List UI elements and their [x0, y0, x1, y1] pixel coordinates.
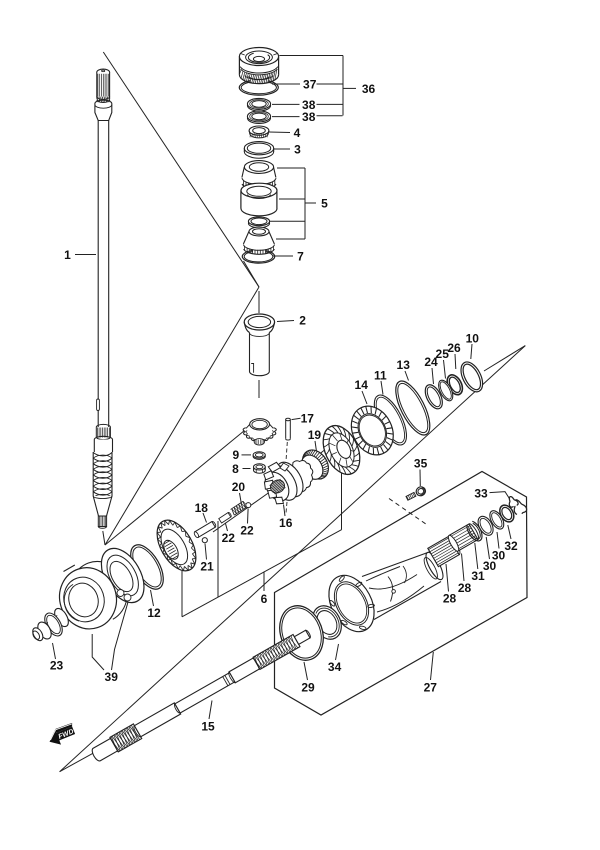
svg-text:24: 24: [424, 355, 438, 369]
svg-text:17: 17: [301, 412, 315, 426]
svg-text:28: 28: [458, 581, 472, 595]
svg-text:10: 10: [466, 331, 480, 345]
svg-text:23: 23: [50, 659, 64, 673]
svg-text:9: 9: [233, 448, 240, 462]
svg-text:15: 15: [201, 719, 215, 733]
svg-text:14: 14: [355, 378, 369, 392]
svg-text:31: 31: [471, 569, 485, 583]
svg-text:25: 25: [436, 347, 450, 361]
svg-text:30: 30: [483, 559, 497, 573]
svg-text:37: 37: [303, 77, 317, 91]
svg-text:1: 1: [64, 248, 71, 262]
svg-text:26: 26: [447, 341, 461, 355]
svg-text:33: 33: [474, 486, 488, 500]
svg-text:3: 3: [294, 142, 301, 156]
svg-text:36: 36: [362, 82, 376, 96]
svg-text:35: 35: [414, 457, 428, 471]
svg-text:7: 7: [297, 249, 304, 263]
svg-text:19: 19: [308, 428, 322, 442]
svg-text:6: 6: [261, 592, 268, 606]
svg-text:11: 11: [374, 368, 387, 382]
svg-text:5: 5: [321, 196, 328, 210]
svg-text:27: 27: [424, 681, 438, 695]
svg-text:32: 32: [504, 539, 518, 553]
svg-text:8: 8: [232, 462, 239, 476]
svg-text:28: 28: [443, 591, 457, 605]
svg-text:39: 39: [105, 670, 119, 684]
svg-text:20: 20: [232, 480, 246, 494]
svg-text:13: 13: [397, 358, 411, 372]
svg-text:21: 21: [200, 560, 214, 574]
svg-text:12: 12: [147, 606, 161, 620]
svg-text:16: 16: [279, 516, 293, 530]
svg-text:4: 4: [294, 126, 301, 140]
svg-text:29: 29: [301, 680, 315, 694]
svg-text:2: 2: [299, 314, 306, 328]
svg-text:38: 38: [302, 110, 316, 124]
svg-text:18: 18: [195, 501, 209, 515]
svg-text:34: 34: [328, 660, 342, 674]
svg-text:38: 38: [302, 98, 316, 112]
svg-text:30: 30: [492, 548, 506, 562]
svg-text:22: 22: [222, 531, 236, 545]
svg-text:22: 22: [240, 523, 254, 537]
